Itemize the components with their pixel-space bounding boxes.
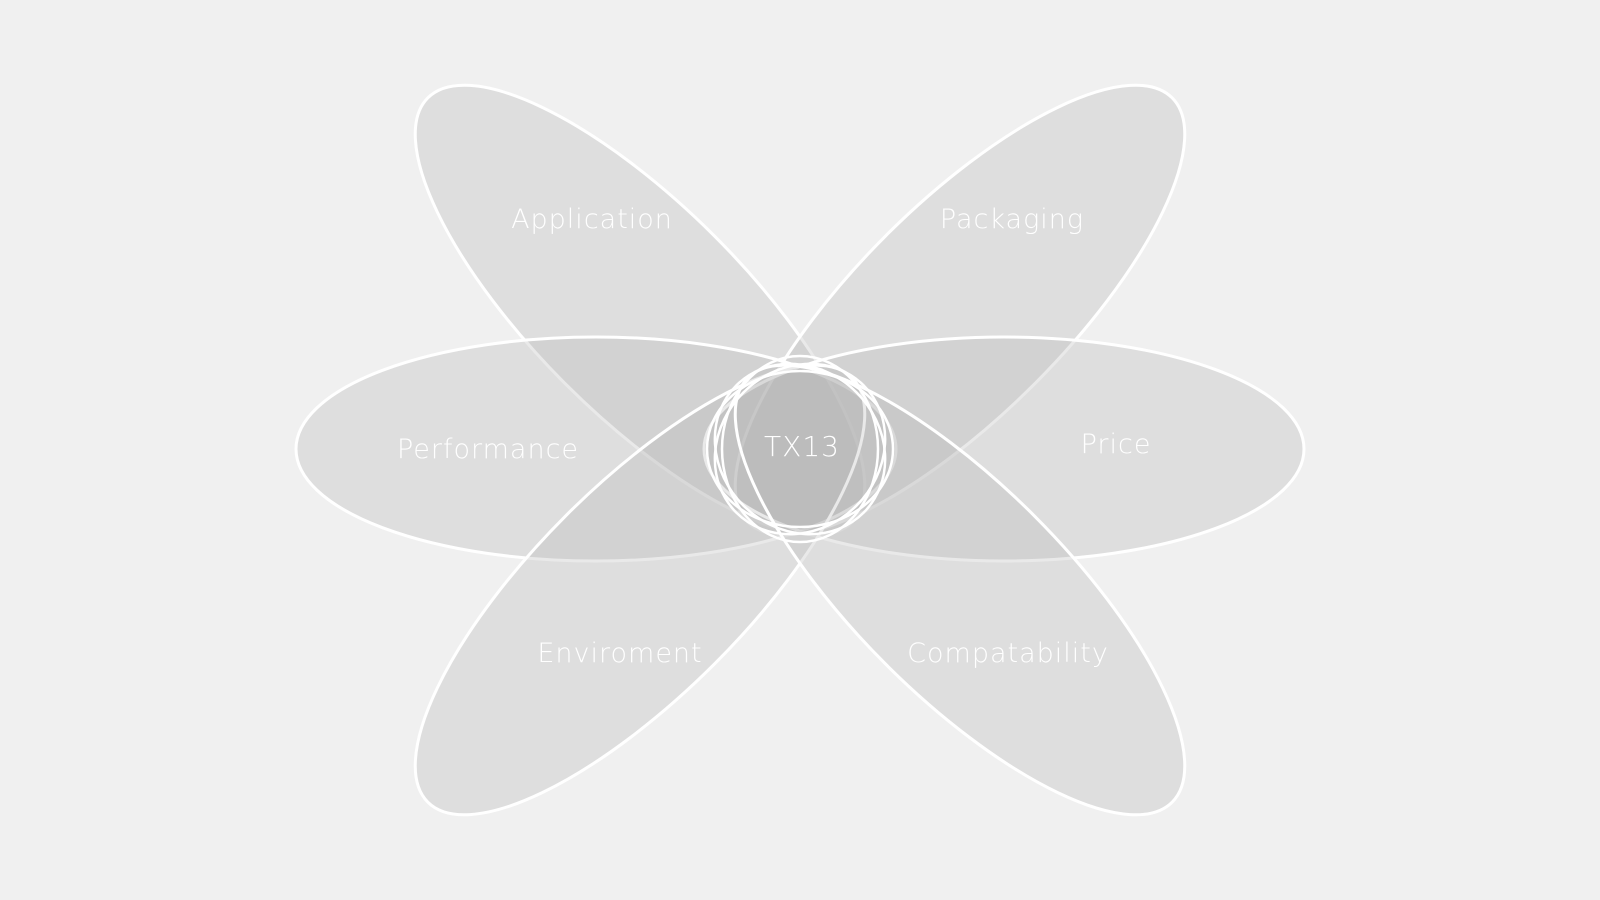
center-ring-diagonal-b xyxy=(713,362,887,536)
center-ring-vertical xyxy=(720,354,880,544)
label-packaging: Packaging xyxy=(940,204,1084,235)
petal-price xyxy=(702,335,1306,563)
center-ring-diagonal-a xyxy=(713,362,887,536)
petal-compatability xyxy=(733,363,1187,817)
center-ring-horizontal xyxy=(705,369,895,529)
labels-group: Application Packaging Performance Price … xyxy=(397,204,1152,669)
label-center-tx13: TX13 xyxy=(764,430,840,463)
label-price: Price xyxy=(1081,429,1152,460)
petals-group xyxy=(294,83,1306,817)
center-rings xyxy=(705,354,895,544)
label-enviroment: Enviroment xyxy=(537,638,702,669)
label-application: Application xyxy=(511,204,673,235)
label-compatability: Compatability xyxy=(907,638,1109,669)
label-performance: Performance xyxy=(397,434,579,465)
